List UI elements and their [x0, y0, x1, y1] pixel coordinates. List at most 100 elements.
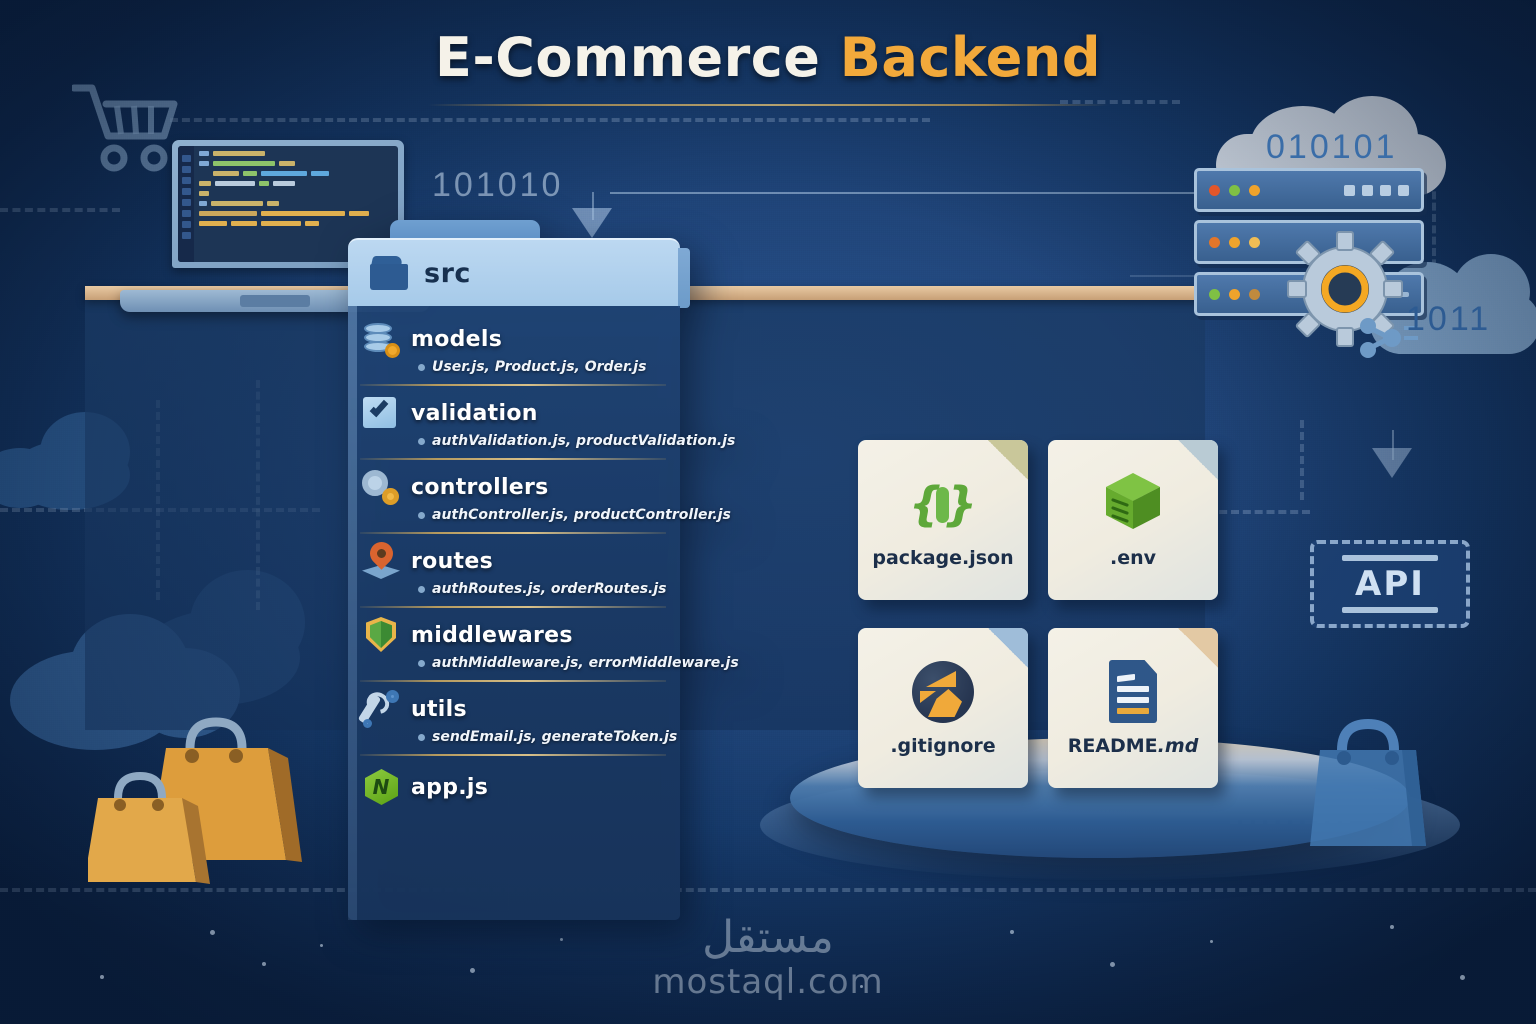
tree-item-app-js[interactable]: N app.js	[348, 760, 680, 808]
binary-text-left: 101010	[432, 166, 564, 204]
wrench-gears-icon	[357, 690, 400, 728]
file-card-label: package.json	[872, 547, 1014, 569]
location-pin-icon	[362, 537, 400, 580]
tree-divider	[360, 606, 666, 608]
page-corner-fold	[988, 628, 1028, 668]
connector-line	[1060, 100, 1180, 104]
connector-line	[0, 208, 120, 212]
tree-item-routes[interactable]: routes authRoutes.js, orderRoutes.js	[348, 537, 680, 599]
network-node-icon	[1358, 310, 1418, 369]
bullet-icon	[418, 659, 425, 667]
json-braces-icon: {}	[909, 477, 977, 531]
flow-arrow	[1372, 448, 1412, 478]
watermark-latin: mostaql.com	[652, 962, 884, 1002]
tree-item-label: middlewares	[411, 622, 573, 648]
page-corner-fold	[1178, 440, 1218, 480]
shopping-bag-silhouette-icon	[1298, 706, 1438, 856]
nodejs-hexagon-icon: N	[362, 768, 400, 806]
page-corner-fold	[1178, 628, 1218, 668]
tree-divider	[360, 458, 666, 460]
tree-item-controllers[interactable]: controllers authController.js, productCo…	[348, 464, 731, 525]
flow-line-api-bottom	[1130, 275, 1250, 277]
laptop-trackpad	[240, 295, 310, 307]
title-underline	[428, 104, 1108, 106]
tree-item-middlewares[interactable]: middlewares authMiddleware.js, errorMidd…	[348, 612, 739, 673]
bullet-icon	[418, 585, 425, 593]
connector-line	[170, 118, 930, 122]
page-title: E-Commerce Backend	[0, 26, 1536, 89]
file-card-label-ext: .md	[1157, 735, 1199, 757]
tree-item-file-list: authController.js, productController.js	[432, 507, 731, 523]
document-icon	[1096, 659, 1170, 725]
watermark: مستقل mostaql.com	[0, 912, 1536, 1003]
shopping-cart-icon	[70, 82, 182, 172]
flow-line-right	[1392, 430, 1394, 460]
tree-item-file-list: authMiddleware.js, errorMiddleware.js	[432, 655, 739, 671]
binary-text-cloud-top: 010101	[1266, 128, 1398, 166]
checkmark-icon	[362, 394, 400, 432]
gear-icon	[1286, 230, 1450, 350]
tree-item-utils[interactable]: utils sendEmail.js, generateToken.js	[348, 686, 680, 747]
tree-item-files: sendEmail.js, generateToken.js	[418, 729, 677, 745]
title-primary: E-Commerce	[434, 26, 821, 89]
file-card-gitignore[interactable]: .gitignore	[858, 628, 1028, 788]
tree-item-label: utils	[411, 696, 467, 722]
shield-icon	[362, 616, 400, 654]
api-top-rule	[1342, 555, 1438, 561]
file-card-label: .gitignore	[890, 735, 996, 757]
api-box: API	[1310, 540, 1470, 628]
bullet-icon	[418, 511, 425, 519]
api-bottom-rule	[1342, 607, 1438, 613]
tree-item-files: authController.js, productController.js	[418, 507, 731, 523]
page-corner-fold	[988, 440, 1028, 480]
tree-item-files: authValidation.js, productValidation.js	[418, 433, 735, 449]
server-rack-icon	[1194, 168, 1444, 347]
binary-text-cloud-bottom: 1011	[1406, 300, 1492, 338]
gears-icon	[362, 468, 400, 506]
bullet-icon	[418, 733, 425, 741]
tree-item-validation[interactable]: validation authValidation.js, productVal…	[348, 390, 735, 451]
database-gear-icon	[362, 320, 400, 358]
tree-item-label: models	[411, 326, 503, 352]
tree-item-file-list: authRoutes.js, orderRoutes.js	[432, 581, 667, 597]
connector-line	[1432, 180, 1436, 290]
editor-gutter	[178, 146, 194, 262]
src-folder-panel[interactable]: src models User.js, Product.js, Order.js	[348, 220, 739, 920]
connector-line	[1160, 510, 1310, 514]
file-card-label: README.md	[1068, 735, 1199, 757]
shopping-bags-icon	[84, 700, 318, 900]
file-card-label: .env	[1109, 547, 1156, 569]
folder-header: src	[348, 238, 690, 308]
tree-item-models[interactable]: models User.js, Product.js, Order.js	[348, 316, 680, 377]
flow-arrow	[572, 208, 612, 238]
title-accent: Backend	[839, 26, 1102, 89]
connector-line	[0, 888, 1536, 892]
tree-divider	[360, 384, 666, 386]
git-icon	[906, 659, 980, 725]
folder-tree: models User.js, Product.js, Order.js val…	[348, 306, 739, 920]
tree-item-file-list: authValidation.js, productValidation.js	[432, 433, 736, 449]
tree-item-label: routes	[411, 548, 493, 574]
connector-line	[1300, 420, 1304, 500]
tree-divider	[360, 754, 666, 756]
folder-icon	[370, 256, 410, 290]
tree-item-label: controllers	[411, 474, 549, 500]
tree-item-file-list: sendEmail.js, generateToken.js	[432, 729, 678, 745]
file-card-package-json[interactable]: {} package.json	[858, 440, 1028, 600]
watermark-arabic: مستقل	[702, 912, 834, 963]
file-card-readme[interactable]: README.md	[1048, 628, 1218, 788]
green-cube-icon	[1096, 471, 1170, 537]
tree-item-file-list: User.js, Product.js, Order.js	[432, 359, 647, 375]
tree-item-label: validation	[411, 400, 538, 426]
folder-root-label: src	[424, 257, 471, 289]
tree-item-files: authRoutes.js, orderRoutes.js	[418, 581, 670, 597]
api-label: API	[1355, 564, 1425, 604]
bullet-icon	[418, 437, 425, 445]
flow-line-down	[592, 192, 594, 220]
server-unit	[1194, 168, 1424, 212]
file-card-env[interactable]: .env	[1048, 440, 1218, 600]
file-card-label-base: README	[1067, 735, 1158, 757]
tree-item-label: app.js	[411, 774, 489, 800]
editor-code	[194, 146, 398, 262]
